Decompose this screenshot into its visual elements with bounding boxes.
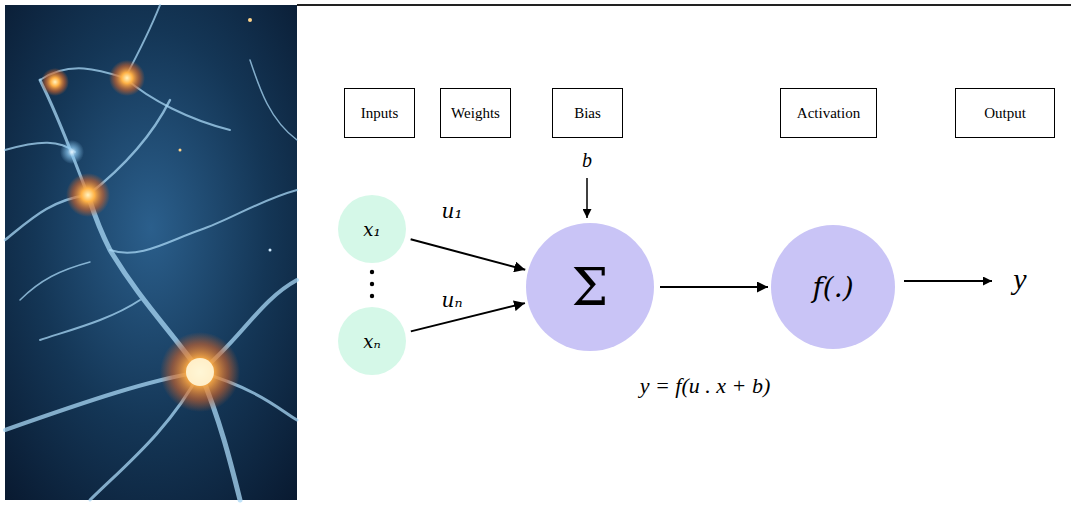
weighted-connector <box>411 303 525 331</box>
node-text: xₙ <box>363 331 380 352</box>
label-box: Weights <box>440 88 511 138</box>
input-circle: xₙ <box>338 307 406 375</box>
weight-label: u₁ <box>442 199 463 223</box>
weighted-connector <box>411 239 526 269</box>
label-box: Output <box>955 88 1055 138</box>
input-circle: x₁ <box>338 195 406 263</box>
sum-circle: Σ <box>526 223 654 351</box>
activation-circle: f(.) <box>771 225 895 349</box>
node-text: Weights <box>451 105 500 122</box>
node-text: x₁ <box>363 219 380 240</box>
label-box: Bias <box>552 88 623 138</box>
label-box: Activation <box>780 88 877 138</box>
node-text: f(.) <box>812 271 853 304</box>
bias-arrow <box>586 178 588 218</box>
neuron-photo <box>0 0 300 506</box>
node-text: Activation <box>797 105 860 122</box>
node-text: Inputs <box>361 105 399 122</box>
node-text: Σ <box>572 257 609 317</box>
weight-label: uₙ <box>442 288 463 312</box>
node-text: Bias <box>574 105 601 122</box>
equation: y = f(u . x + b) <box>640 373 771 399</box>
label-box: Inputs <box>344 88 415 138</box>
output-arrow <box>904 280 992 282</box>
top-rule <box>297 4 1071 6</box>
weighted-connector <box>660 286 768 288</box>
node-text: Output <box>984 105 1026 122</box>
output-symbol: y <box>1013 262 1026 296</box>
bias-symbol: b <box>582 149 592 172</box>
ellipsis-dots <box>370 270 374 298</box>
